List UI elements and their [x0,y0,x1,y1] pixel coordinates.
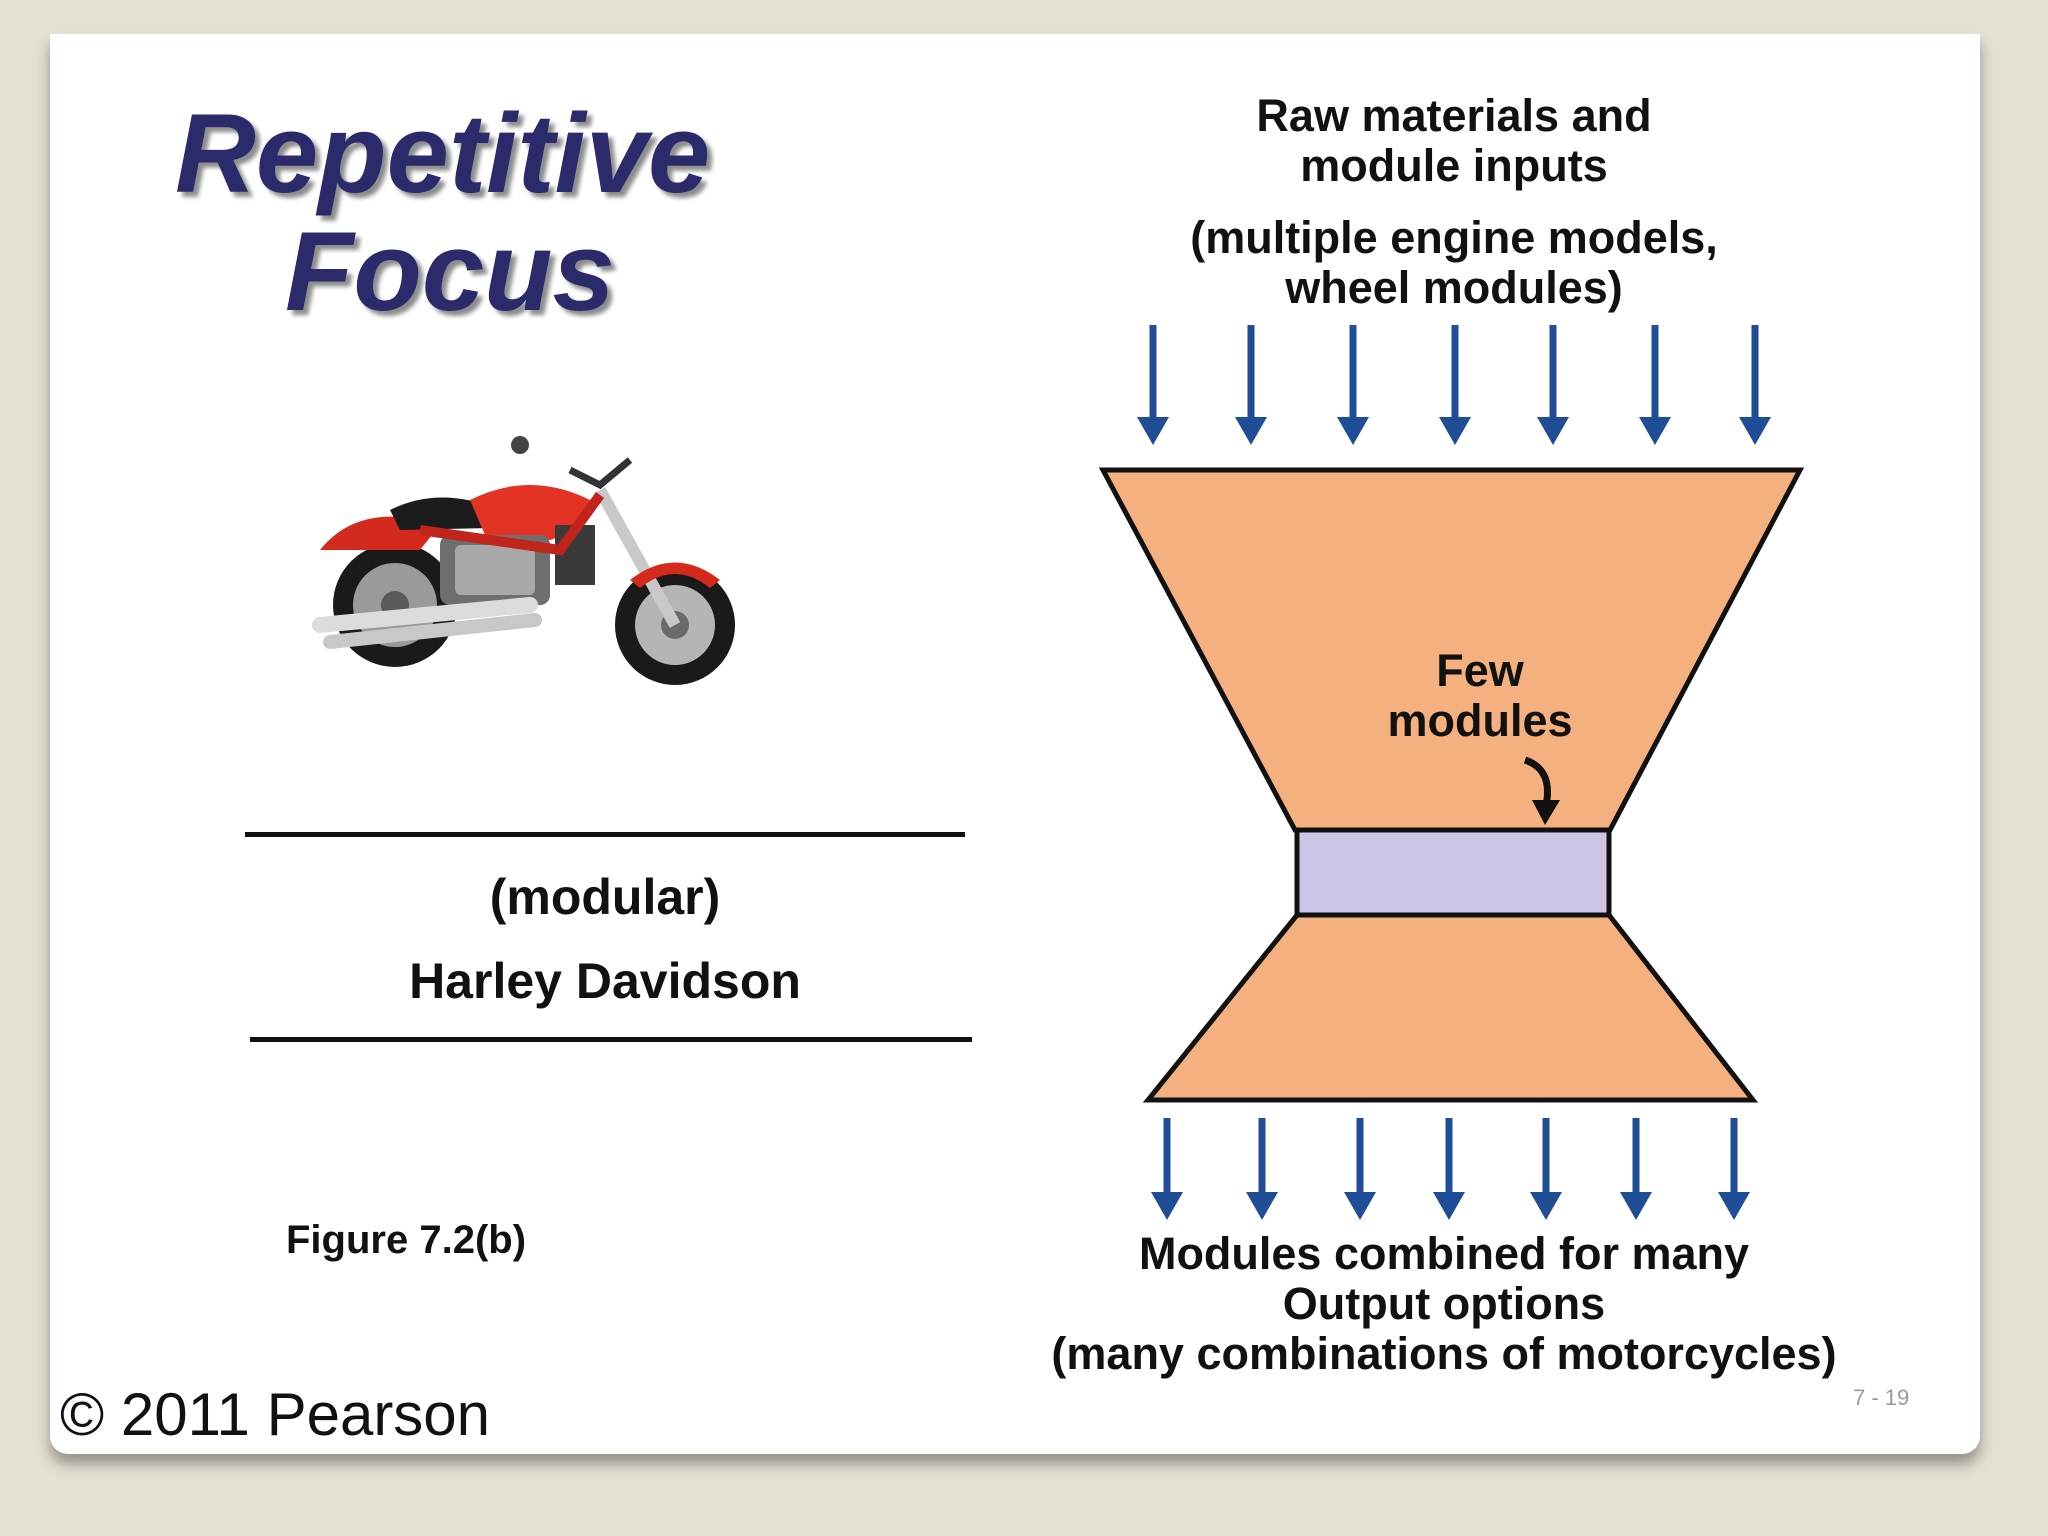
input-label-line-2: module inputs [1300,140,1608,191]
output-arrow-3 [1344,1118,1376,1220]
input-arrow-3 [1337,325,1369,445]
input-arrow-7 [1739,325,1771,445]
input-label-line-4: wheel modules) [1285,262,1623,313]
output-arrow-4 [1433,1118,1465,1220]
few-modules-box [1294,827,1612,918]
page-number: 7 - 19 [1853,1385,1910,1410]
output-arrow-2 [1246,1118,1278,1220]
output-funnel [1142,912,1759,1103]
few-modules-line-1: Few [1436,645,1524,696]
figure-label: Figure 7.2(b) [286,1218,527,1262]
input-arrow-5 [1537,325,1569,445]
slide-title: Repetitive Focus [175,95,875,331]
title-line-1: Repetitive [175,91,711,216]
input-label-line-1: Raw materials and [1256,90,1652,141]
input-arrow-1 [1137,325,1169,445]
input-label-line-3: (multiple engine models, [1190,212,1718,263]
few-modules-line-2: modules [1387,695,1573,746]
output-label-line-3: (many combinations of motorcycles) [1051,1328,1837,1379]
output-label-line-2: Output options [1282,1278,1606,1329]
subtitle-modular: (modular) [489,869,721,925]
input-arrow-6 [1639,325,1671,445]
slide [50,34,1980,1454]
title-line-2: Focus [285,209,615,334]
output-arrow-1 [1151,1118,1183,1220]
input-arrow-2 [1235,325,1267,445]
divider-bottom [250,1037,972,1042]
copyright: © 2011 Pearson [60,1381,491,1448]
output-arrow-6 [1620,1118,1652,1220]
output-label-line-1: Modules combined for many [1138,1228,1750,1279]
motorcycle-image [312,436,735,685]
output-arrow-7 [1718,1118,1750,1220]
output-arrow-5 [1530,1118,1562,1220]
divider-top [245,832,965,837]
subtitle-company: Harley Davidson [409,953,801,1009]
input-arrow-4 [1439,325,1471,445]
